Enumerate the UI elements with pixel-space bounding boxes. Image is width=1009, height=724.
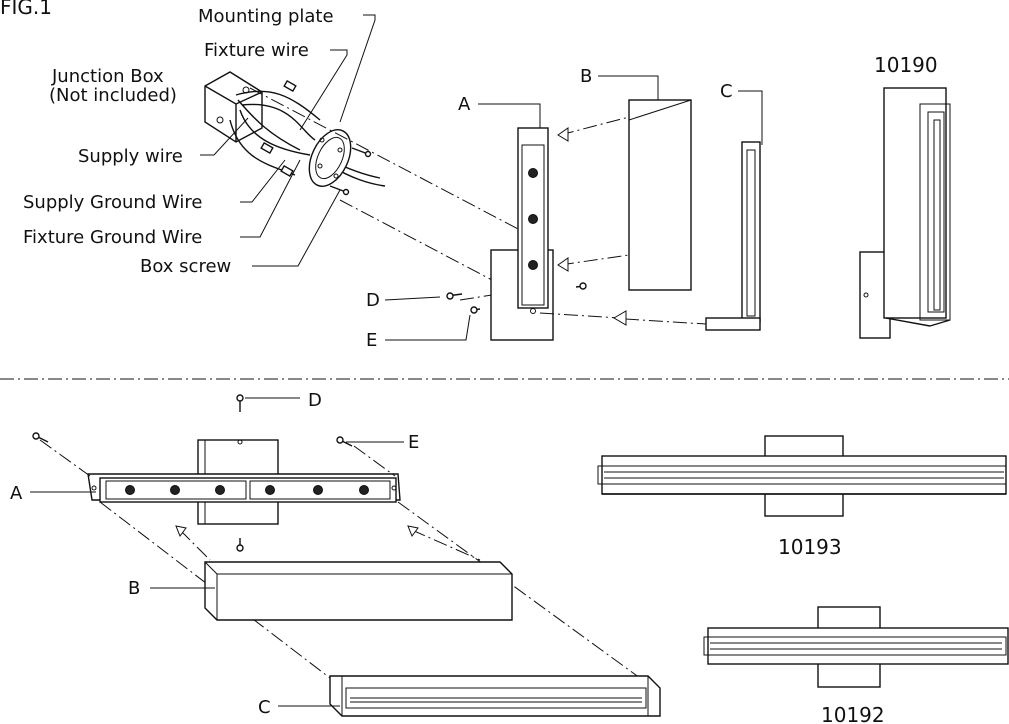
label-supply-ground-wire: Supply Ground Wire [23, 192, 202, 213]
model-10190: 10190 [874, 53, 938, 77]
label-part-a-top: A [458, 94, 471, 115]
leader-b-top [598, 75, 659, 100]
label-leaders-top [200, 14, 376, 267]
label-part-e-top: E [366, 330, 377, 351]
label-part-d-bottom: D [308, 390, 322, 411]
leader-a-top [478, 103, 541, 128]
screws-horizontal [32, 394, 353, 552]
label-part-b-top: B [580, 66, 592, 87]
part-b-horizontal [204, 561, 513, 621]
leader-e-top [385, 314, 471, 341]
label-supply-wire: Supply wire [78, 146, 183, 167]
label-part-b-bottom: B [128, 578, 140, 599]
label-mounting-plate: Mounting plate [198, 6, 334, 27]
label-not-included: (Not included) [49, 85, 177, 106]
part-c-vertical [539, 141, 761, 331]
box-screws [329, 147, 372, 196]
label-part-e-bottom: E [408, 432, 419, 453]
label-part-c-top: C [720, 81, 733, 102]
label-junction-box: Junction Box [51, 66, 164, 87]
label-part-c-bottom: C [258, 697, 271, 718]
model-10193: 10193 [778, 535, 842, 559]
part-a-horizontal [87, 473, 401, 503]
part-b-vertical [557, 99, 692, 291]
assembled-10192 [703, 606, 1009, 688]
assembled-10190 [859, 87, 951, 339]
alignment-lines-top [249, 87, 521, 301]
part-c-horizontal [329, 675, 661, 717]
figure-title: FIG.1 [0, 0, 52, 19]
leader-c-top [738, 90, 763, 145]
label-fixture-wire: Fixture wire [204, 40, 309, 61]
screws-de-top [446, 282, 587, 314]
part-a-vertical [490, 127, 554, 341]
assembled-10193 [597, 435, 1007, 517]
label-box-screw: Box screw [140, 256, 231, 277]
label-part-d-top: D [366, 290, 380, 311]
label-fixture-ground-wire: Fixture Ground Wire [23, 227, 202, 248]
mounting-plate [308, 129, 352, 187]
leader-d-top [384, 296, 441, 301]
model-10192: 10192 [821, 703, 885, 724]
label-part-a-bottom: A [10, 483, 23, 504]
